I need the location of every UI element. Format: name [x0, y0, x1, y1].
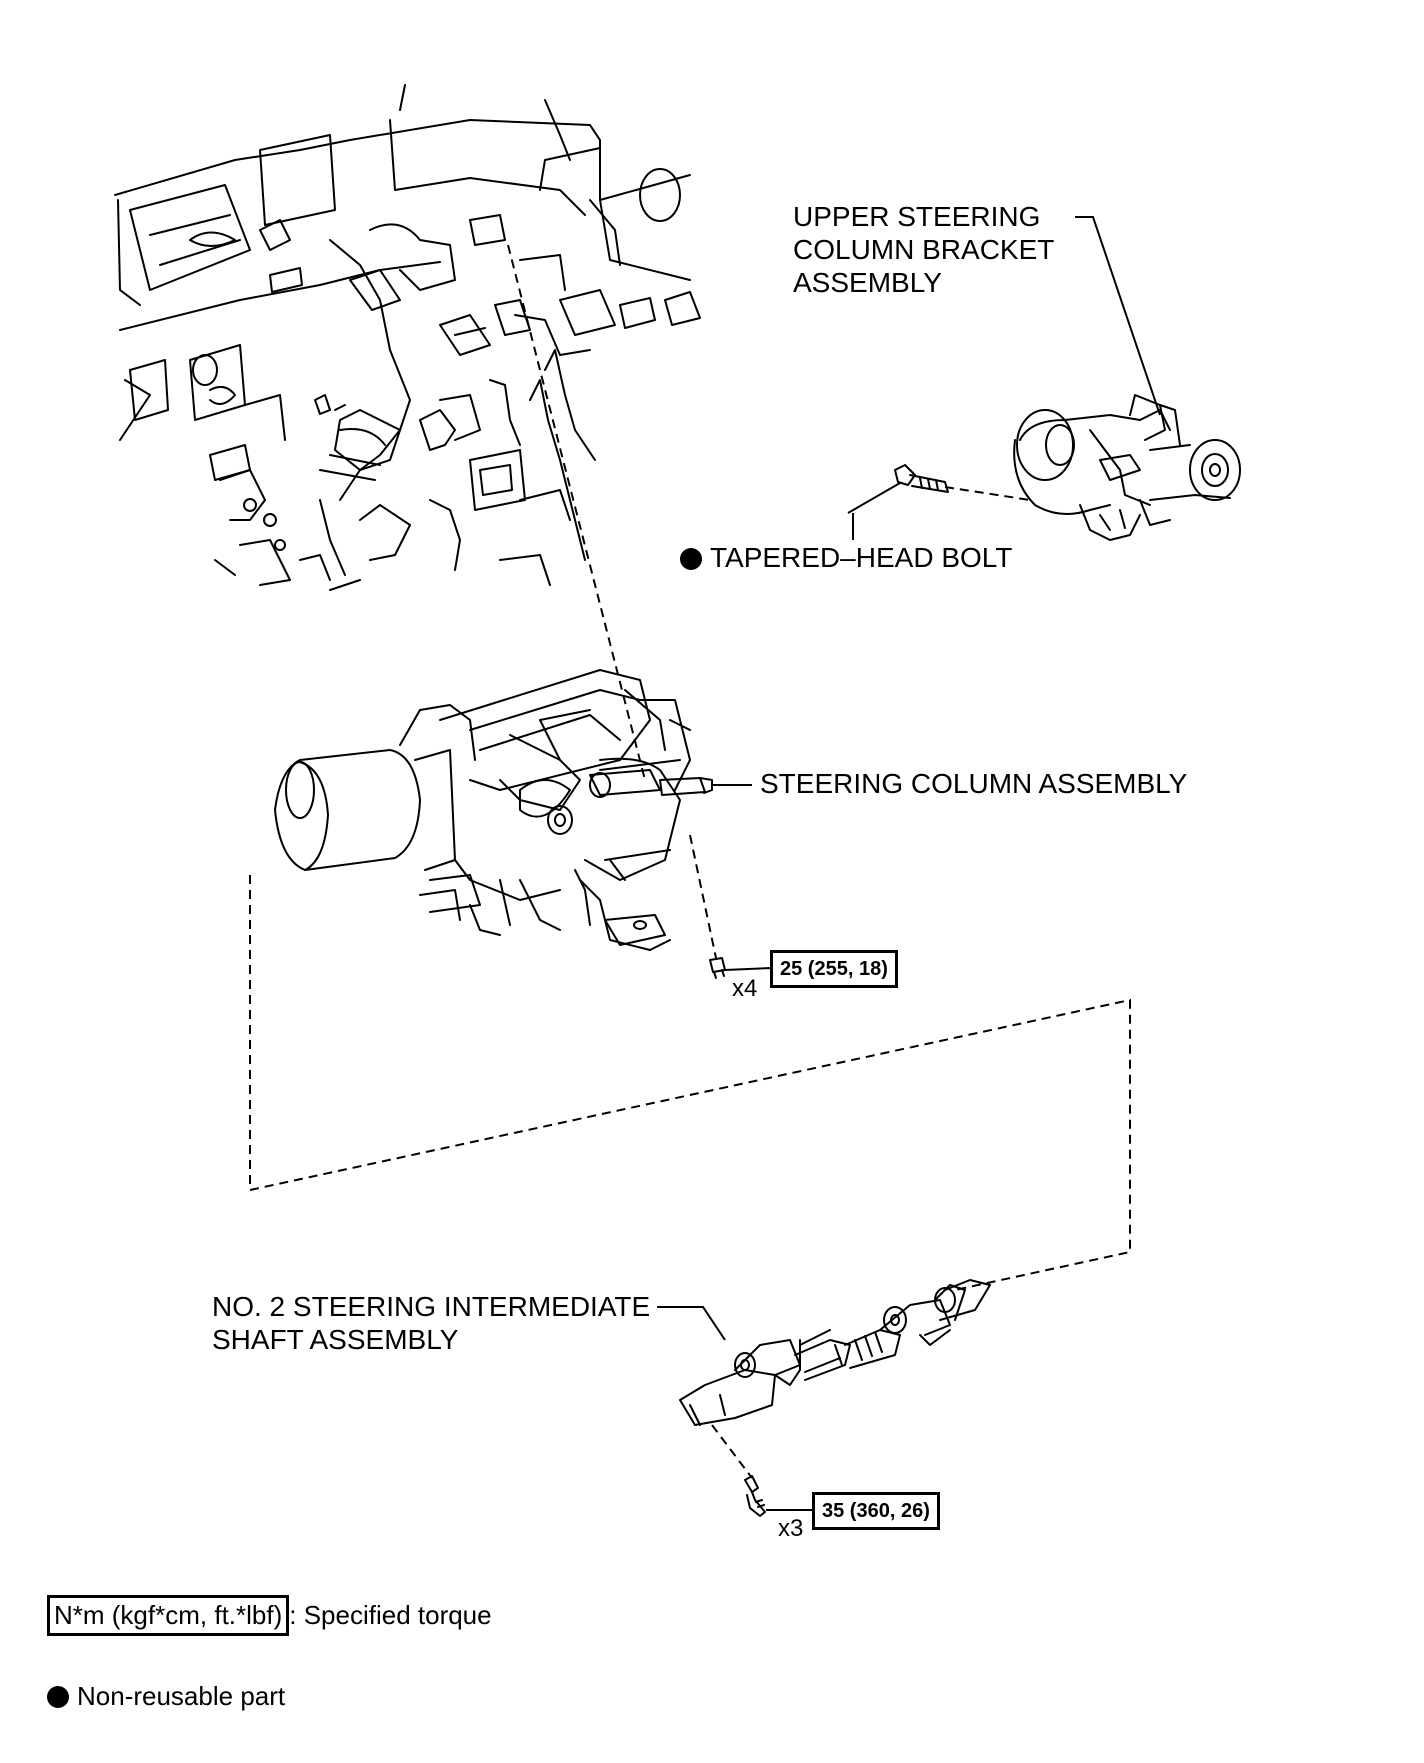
intermediate-shaft-label: NO. 2 STEERING INTERMEDIATE SHAFT ASSEMB…	[212, 1290, 650, 1356]
legend-torque: N*m (kgf*cm, ft.*lbf): Specified torque	[47, 1595, 492, 1636]
column-nut-quantity: x4	[732, 975, 758, 1002]
steering-column-label: STEERING COLUMN ASSEMBLY	[760, 768, 1188, 799]
legend-nonreusable: Non-reusable part	[47, 1680, 285, 1713]
tapered-bolt-label: TAPERED–HEAD BOLT	[680, 541, 1012, 574]
legend-torque-unit-box: N*m (kgf*cm, ft.*lbf)	[47, 1595, 290, 1636]
shaft-bolt-illustration	[744, 1475, 766, 1517]
shaft-bolt-torque-box: 35 (360, 26)	[812, 1492, 940, 1530]
legend-nonreusable-icon	[47, 1686, 69, 1708]
tapered-head-bolt-illustration	[894, 464, 949, 493]
upper-bracket-label-line-1: UPPER STEERING	[793, 201, 1041, 232]
assembly-dashed-lines	[249, 244, 1131, 1479]
shaft-bolt-quantity: x3	[778, 1515, 804, 1542]
legend-torque-description: : Specified torque	[289, 1600, 492, 1630]
intermediate-shaft-label-line-2: SHAFT ASSEMBLY	[212, 1324, 459, 1355]
legend-nonreusable-description: Non-reusable part	[77, 1681, 286, 1711]
column-nut-illustration	[709, 957, 726, 979]
intermediate-shaft-illustration	[679, 1279, 991, 1426]
upper-bracket-label: UPPER STEERING COLUMN BRACKET ASSEMBLY	[793, 200, 1054, 299]
intermediate-shaft-label-line-1: NO. 2 STEERING INTERMEDIATE	[212, 1291, 651, 1322]
label-leader-lines	[657, 216, 1161, 1511]
nonreusable-marker-icon	[680, 548, 702, 570]
upper-bracket-label-line-3: ASSEMBLY	[793, 267, 942, 298]
column-nut-torque-box: 25 (255, 18)	[770, 950, 898, 988]
upper-bracket-label-line-2: COLUMN BRACKET	[793, 234, 1055, 265]
upper-bracket-illustration	[1013, 394, 1241, 541]
steering-column-illustration	[274, 669, 713, 951]
instrument-panel-illustration	[114, 84, 701, 591]
tapered-bolt-label-text: TAPERED–HEAD BOLT	[710, 542, 1013, 573]
